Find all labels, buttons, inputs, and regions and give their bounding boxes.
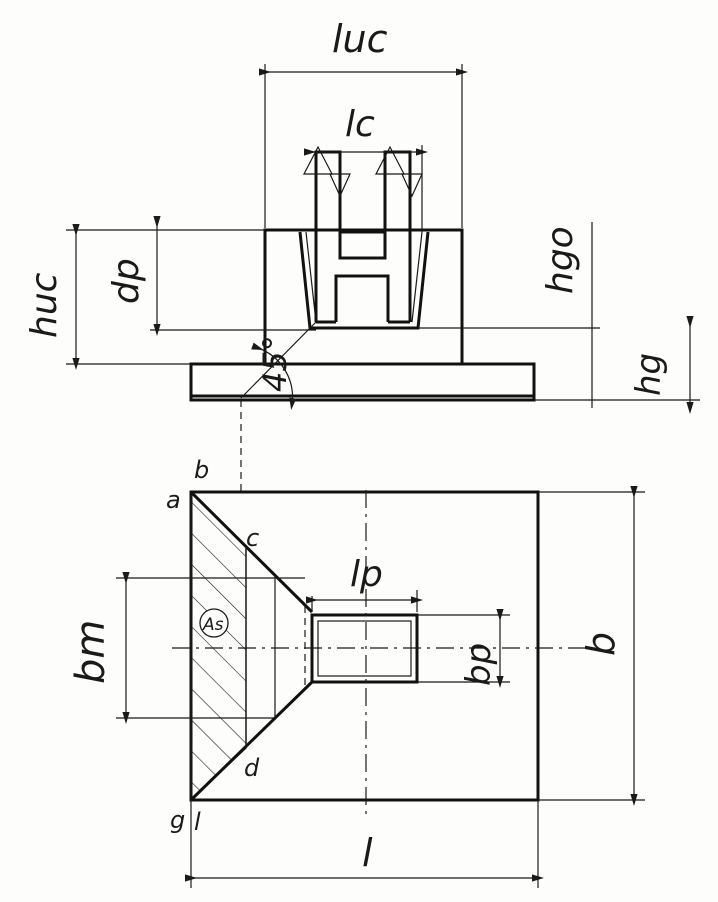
label-hg: hg: [629, 353, 669, 396]
label-bp: bp: [459, 643, 499, 686]
dim-hg: hg: [534, 316, 700, 414]
label-hgo: hgo: [540, 226, 581, 294]
dim-lp: lp: [306, 554, 423, 612]
label-point-l: l: [194, 808, 201, 836]
base-slab: [189, 362, 536, 402]
column-h-section: [303, 145, 423, 324]
label-angle: 45°: [256, 335, 294, 392]
dim-bm: bm: [68, 572, 305, 724]
dim-hgo: hgo: [418, 222, 600, 408]
dim-dp: dp: [106, 216, 316, 336]
socket-cavity: [298, 231, 430, 330]
label-lc: lc: [345, 104, 375, 145]
label-point-d: d: [244, 754, 260, 782]
label-b: b: [579, 632, 623, 656]
dim-luc: luc: [259, 17, 468, 228]
angle-45: 45°: [240, 321, 317, 410]
socket-plan: [310, 613, 419, 684]
label-point-c: c: [246, 524, 259, 552]
label-point-a: a: [166, 486, 181, 514]
dim-huc: huc: [24, 224, 265, 370]
label-as: As: [202, 615, 224, 635]
label-dp: dp: [106, 258, 147, 304]
label-huc: huc: [24, 272, 65, 338]
label-l: l: [362, 831, 373, 875]
elevation-view: luc lc huc dp hgo: [24, 17, 700, 492]
pedestal: [263, 228, 464, 364]
dim-l: l: [185, 800, 544, 888]
plan-view: lp bp bm b l a: [68, 456, 645, 888]
as-marker-circle: [199, 608, 229, 638]
label-bm: bm: [68, 620, 114, 684]
label-point-g: g: [170, 806, 185, 834]
dim-b: b: [538, 486, 645, 806]
label-point-b: b: [194, 456, 209, 484]
dim-lc: lc: [304, 104, 428, 232]
label-luc: luc: [332, 17, 388, 61]
label-lp: lp: [350, 554, 383, 595]
dim-bp: bp: [417, 609, 510, 688]
